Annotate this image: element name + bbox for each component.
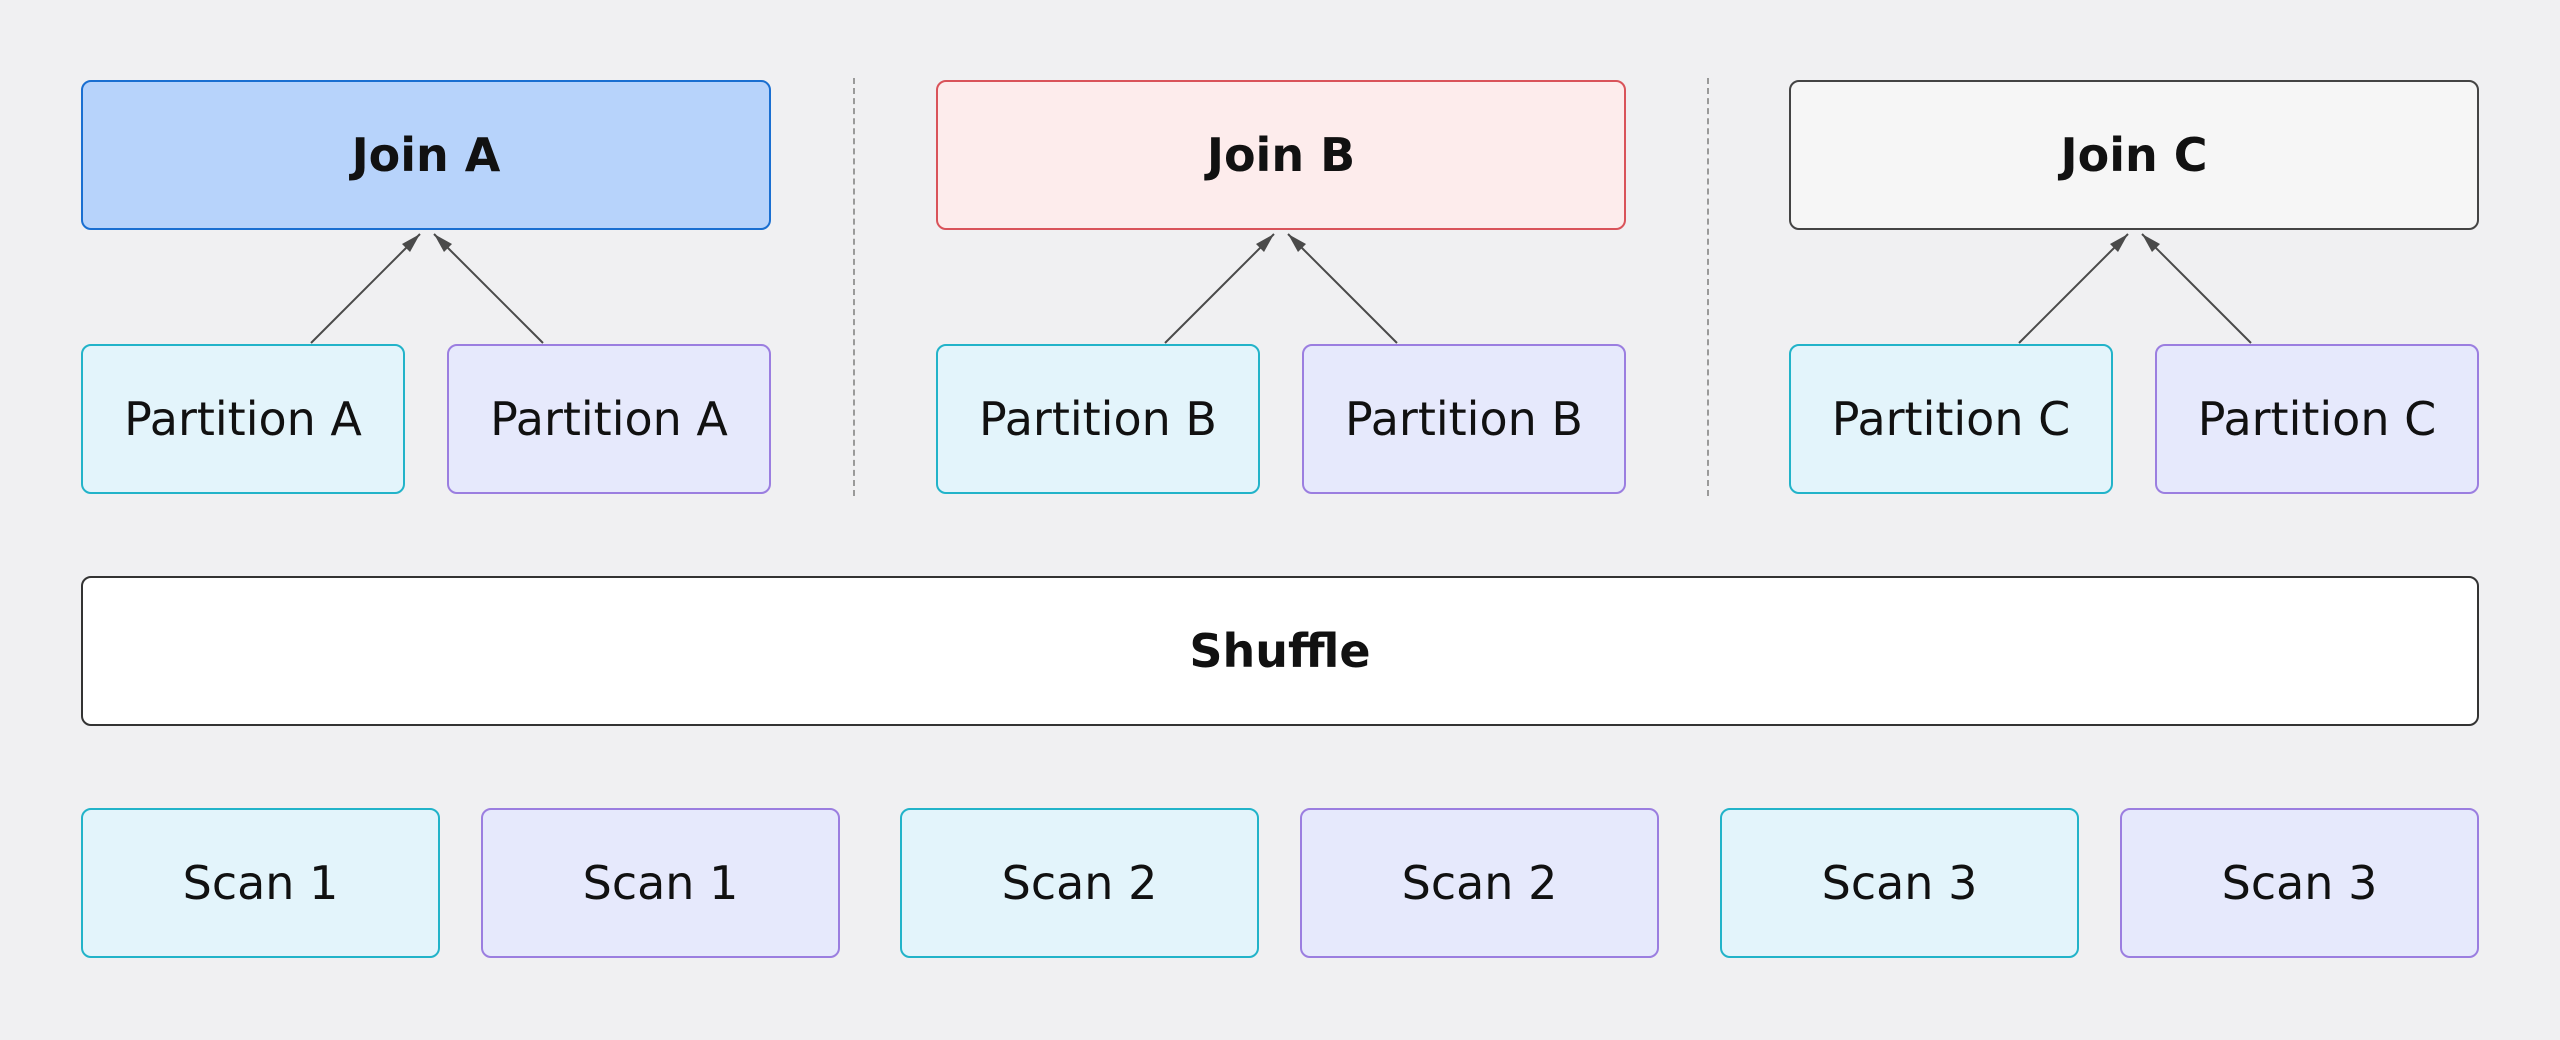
arrow-partition-a2-to-join-a (433, 233, 544, 344)
partition-label: Partition A (124, 392, 362, 446)
partition-b-node-2: Partition B (1302, 344, 1626, 494)
join-a-node: Join A (81, 80, 771, 230)
partition-label: Partition C (1831, 392, 2071, 446)
partition-b-node-1: Partition B (936, 344, 1260, 494)
scan-label: Scan 1 (582, 856, 739, 910)
scan-label: Scan 3 (1821, 856, 1978, 910)
partition-c-node-2: Partition C (2155, 344, 2479, 494)
group-divider-1 (853, 78, 855, 496)
partition-label: Partition B (1345, 392, 1583, 446)
join-a-label: Join A (351, 128, 501, 182)
partition-label: Partition B (979, 392, 1217, 446)
arrow-partition-b2-to-join-b (1287, 233, 1398, 344)
scan-label: Scan 2 (1401, 856, 1558, 910)
group-divider-2 (1707, 78, 1709, 496)
scan-3-node-1: Scan 3 (1720, 808, 2079, 958)
arrow-partition-a1-to-join-a (310, 233, 421, 344)
arrowhead-join-a-left (402, 234, 420, 252)
scan-2-node-1: Scan 2 (900, 808, 1259, 958)
shuffle-label: Shuffle (1189, 624, 1371, 678)
partition-label: Partition A (490, 392, 728, 446)
partition-a-node-2: Partition A (447, 344, 771, 494)
arrowhead-join-c-right (2142, 234, 2160, 252)
arrowhead-join-b-left (1256, 234, 1274, 252)
shuffle-node: Shuffle (81, 576, 2479, 726)
scan-2-node-2: Scan 2 (1300, 808, 1659, 958)
arrow-partition-b1-to-join-b (1164, 233, 1275, 344)
arrowhead-join-b-right (1288, 234, 1306, 252)
scan-1-node-2: Scan 1 (481, 808, 840, 958)
scan-label: Scan 3 (2221, 856, 2378, 910)
arrow-partition-c2-to-join-c (2141, 233, 2252, 344)
partition-label: Partition C (2197, 392, 2437, 446)
join-b-label: Join B (1206, 128, 1356, 182)
join-c-node: Join C (1789, 80, 2479, 230)
scan-label: Scan 1 (182, 856, 339, 910)
arrowhead-join-a-right (434, 234, 452, 252)
scan-label: Scan 2 (1001, 856, 1158, 910)
join-b-node: Join B (936, 80, 1626, 230)
join-c-label: Join C (2060, 128, 2208, 182)
partition-c-node-1: Partition C (1789, 344, 2113, 494)
arrowhead-join-c-left (2110, 234, 2128, 252)
scan-3-node-2: Scan 3 (2120, 808, 2479, 958)
scan-1-node-1: Scan 1 (81, 808, 440, 958)
arrow-partition-c1-to-join-c (2018, 233, 2129, 344)
partition-a-node-1: Partition A (81, 344, 405, 494)
